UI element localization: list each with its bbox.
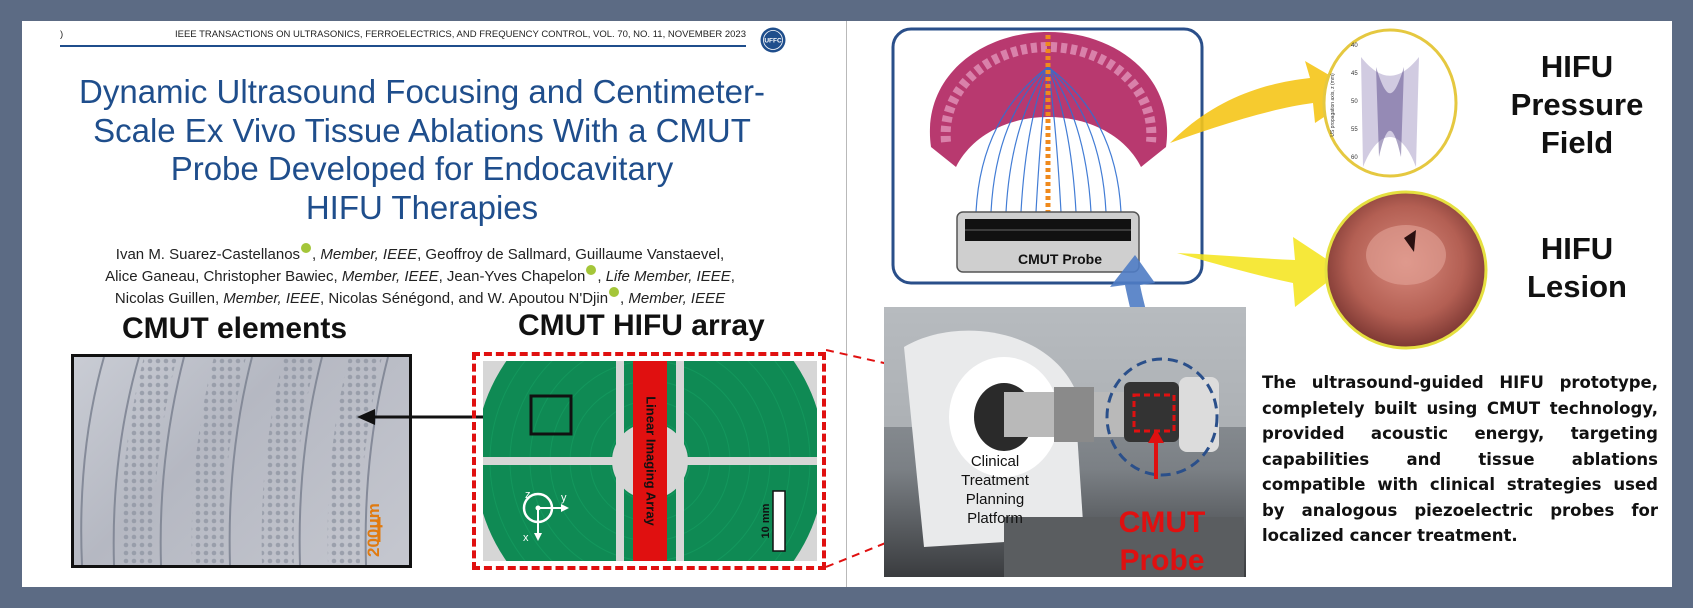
author-role: Member, IEEE xyxy=(341,268,439,285)
array-frame xyxy=(472,352,826,570)
tick: 40 xyxy=(1351,43,1358,49)
platform-label: Clinical Treatment Planning Platform xyxy=(961,453,1029,527)
pressure-axis-label: US propagation axis, z (mm) xyxy=(1330,73,1336,137)
author: , Geoffroy de Sallmard, Guillaume Vansta… xyxy=(417,246,725,263)
probe-schematic xyxy=(891,27,1204,285)
orcid-icon xyxy=(609,287,620,297)
title-line: Probe Developed for Endocavitary xyxy=(170,150,674,187)
cmut-array-diagram: Linear Imaging Array z y x 10 mm xyxy=(483,361,817,561)
author: Alice Ganeau, Christopher Bawiec, xyxy=(105,268,342,285)
title-line: Dynamic Ultrasound Focusing and Centimet… xyxy=(79,73,765,110)
logo-text: UFFC xyxy=(764,38,782,45)
orcid-icon xyxy=(586,265,597,275)
cmut-micrograph: 200μm xyxy=(71,354,412,568)
axis-y-label: y xyxy=(561,492,567,504)
hifu-lesion-label: HIFU Lesion xyxy=(1527,231,1627,304)
figure-description: The ultrasound-guided HIFU prototype, co… xyxy=(1262,373,1658,545)
cmut-elements-label: CMUT elements xyxy=(122,312,348,345)
probe-box-label: CMUT Probe xyxy=(1018,251,1102,267)
journal-name: IEEE TRANSACTIONS ON ULTRASONICS, FERROE… xyxy=(174,29,746,40)
cmut-probe-label: CMUT Probe xyxy=(1118,506,1206,577)
tick: 55 xyxy=(1351,127,1358,133)
author: Nicolas Guillen, xyxy=(114,290,224,307)
author: Ivan M. Suarez-Castellanos xyxy=(115,246,301,263)
scale-200um: 200μm xyxy=(364,503,383,557)
scale-10mm: 10 mm xyxy=(760,503,772,538)
axis-x-label: x xyxy=(523,532,529,544)
yellow-arrow-pressure xyxy=(1170,61,1360,143)
axis-z-label: z xyxy=(525,489,531,501)
yellow-arrow-lesion xyxy=(1177,237,1343,307)
author-role: Member, IEEE xyxy=(628,290,726,307)
orcid-icon xyxy=(301,243,312,253)
author-list: Ivan M. Suarez-Castellanos, Member, IEEE… xyxy=(70,243,770,309)
panel-divider xyxy=(846,21,847,587)
hifu-pressure-field-label: HIFU Pressure Field xyxy=(1510,49,1644,160)
tick: 45 xyxy=(1351,71,1358,77)
cmut-array-label: CMUT HIFU array xyxy=(518,309,765,342)
micrograph-pattern xyxy=(80,357,389,565)
author: , Jean-Yves Chapelon xyxy=(438,268,586,285)
tick: 50 xyxy=(1351,99,1358,105)
title-line: Scale Ex Vivo Tissue Ablations With a CM… xyxy=(93,111,751,149)
title-line: HIFU Therapies xyxy=(305,188,539,226)
author-role: Member, IEEE xyxy=(223,290,320,307)
header-rule xyxy=(60,45,746,47)
uffc-logo: UFFC xyxy=(760,27,786,53)
platform-photo xyxy=(884,307,1246,577)
author-role: Member, IEEE xyxy=(320,246,418,263)
pressure-field-image: US propagation axis, z (mm) 40 45 50 55 … xyxy=(1322,28,1458,178)
paper-title: Dynamic Ultrasound Focusing and Centimet… xyxy=(52,73,792,227)
hifu-lesion-image xyxy=(1324,190,1488,350)
author-role: Life Member, IEEE xyxy=(605,268,731,285)
author: , Nicolas Sénégond, and W. Apoutou N'Dji… xyxy=(320,290,609,307)
tick: 60 xyxy=(1351,155,1358,161)
page-number: ) xyxy=(60,29,64,40)
linear-imaging-array-label: Linear Imaging Array xyxy=(644,396,659,526)
